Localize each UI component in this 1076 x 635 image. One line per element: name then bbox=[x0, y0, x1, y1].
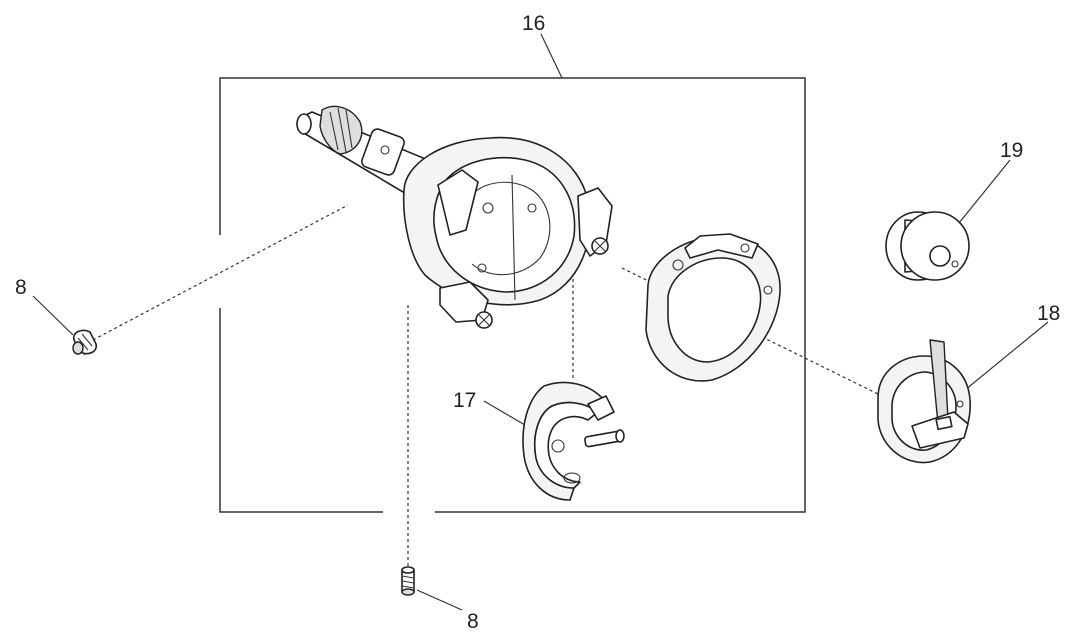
leader-19 bbox=[954, 159, 1011, 229]
hook-ring bbox=[645, 233, 781, 382]
callout-labels: 16 19 18 17 8 8 bbox=[15, 12, 1060, 633]
callout-17: 17 bbox=[453, 389, 476, 412]
callout-18: 18 bbox=[1037, 302, 1060, 325]
bobbin bbox=[885, 211, 970, 281]
shaft-collar bbox=[361, 128, 405, 176]
leader-16 bbox=[540, 33, 563, 79]
assembly-frame bbox=[219, 77, 806, 513]
axis-screw-left bbox=[92, 204, 349, 341]
leader-17 bbox=[483, 400, 531, 429]
bobbin-case bbox=[877, 339, 971, 464]
leader-18 bbox=[964, 321, 1049, 391]
callout-8-left: 8 bbox=[15, 276, 27, 299]
leader-8-left bbox=[32, 295, 74, 336]
set-screw-left bbox=[72, 329, 98, 356]
hook-clamp-upper bbox=[437, 169, 479, 236]
inner-rotary-hook bbox=[522, 381, 625, 501]
leader-lines bbox=[32, 33, 1049, 611]
rotary-hook-assembly bbox=[296, 105, 613, 329]
callout-8-bottom: 8 bbox=[467, 610, 479, 633]
leader-8-bottom bbox=[416, 589, 463, 611]
set-screw-bottom bbox=[401, 566, 415, 596]
callout-19: 19 bbox=[1000, 139, 1023, 162]
callout-16: 16 bbox=[522, 12, 545, 35]
